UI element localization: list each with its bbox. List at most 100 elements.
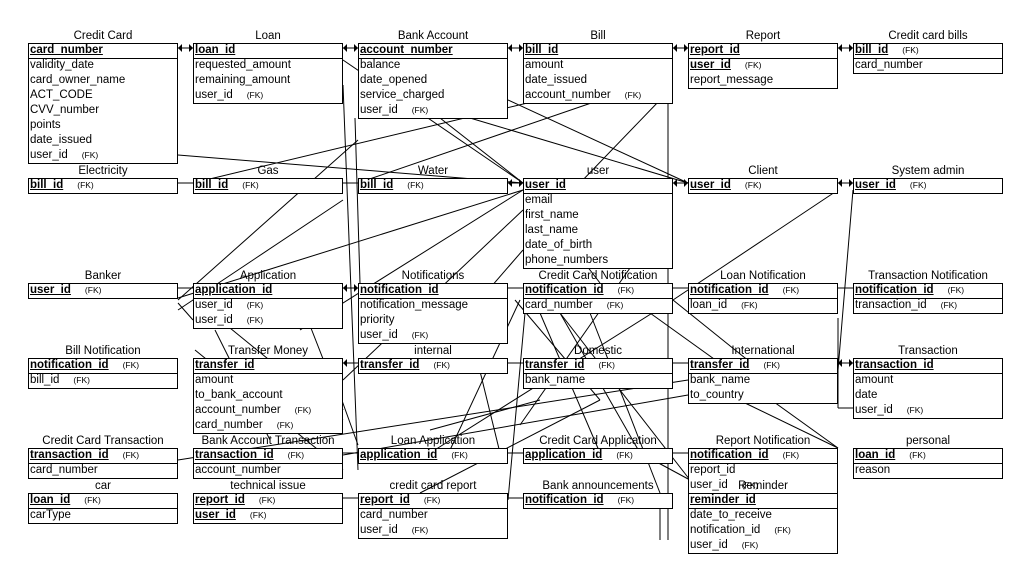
entity-title: user <box>586 165 610 177</box>
field-name: user_id <box>690 59 731 71</box>
entity-title: Loan Application <box>390 435 476 447</box>
field-row: transaction_id <box>855 358 1001 373</box>
relationship-line <box>589 312 661 494</box>
field-row: report_id <box>690 43 836 58</box>
relationship-line <box>177 379 689 461</box>
fk-marker: (FK) <box>782 450 800 460</box>
field-row: card_number <box>360 508 506 523</box>
field-row: transfer_id(FK) <box>690 358 836 373</box>
entity-title: Transaction Notification <box>868 270 988 282</box>
field-name: user_id <box>195 314 233 326</box>
field-row: amount <box>525 58 671 73</box>
field-name: amount <box>195 374 234 386</box>
fk-marker: (FK) <box>909 180 927 190</box>
field-name: notification_id <box>690 449 769 461</box>
field-name: user_id <box>195 89 233 101</box>
field-name: report_id <box>690 464 736 476</box>
entity-title: Loan Notification <box>720 270 806 282</box>
field-row: amount <box>195 373 341 388</box>
fk-marker: (FK) <box>909 450 926 460</box>
field-row: service_charged <box>360 88 506 103</box>
field-row: card_number <box>30 463 176 478</box>
entity-title: Credit Card <box>73 30 133 42</box>
field-name: transaction_id <box>195 449 274 461</box>
field-name: user_id <box>690 479 728 491</box>
relationship-line <box>429 399 541 431</box>
field-row: application_id(FK) <box>525 448 671 463</box>
entity-title: Credit card bills <box>888 30 968 42</box>
fk-marker: (FK) <box>744 60 762 70</box>
entity-box <box>193 43 343 104</box>
relationship-line <box>177 189 524 299</box>
field-row: notification_id(FK) <box>690 523 836 538</box>
field-row: bill_id <box>525 43 671 58</box>
field-name: loan_id <box>195 44 236 56</box>
key-separator <box>193 508 343 509</box>
field-row: user_id(FK) <box>855 403 1001 418</box>
entity-title: Credit Card Application <box>539 435 657 447</box>
field-name: user_id <box>855 404 893 416</box>
field-name: user_id <box>30 284 71 296</box>
field-name: transfer_id <box>525 359 585 371</box>
key-separator <box>523 373 673 374</box>
relationship-end-marker <box>343 44 347 52</box>
fk-marker: (FK) <box>617 495 635 505</box>
field-row: card_owner_name <box>30 73 176 88</box>
fk-marker: (FK) <box>741 300 758 310</box>
relationship-line <box>744 402 839 449</box>
field-name: to_country <box>690 389 744 401</box>
fk-marker: (FK) <box>122 360 140 370</box>
field-row: priority <box>360 313 506 328</box>
field-name: ACT_CODE <box>30 89 93 101</box>
entity-title: Bank Account Transaction <box>201 435 335 447</box>
field-name: priority <box>360 314 395 326</box>
field-name: user_id <box>360 329 398 341</box>
field-name: notification_message <box>360 299 469 311</box>
field-row: bill_id(FK) <box>30 373 176 388</box>
relationship-end-marker <box>849 359 853 367</box>
field-row: loan_id(FK) <box>855 448 1001 463</box>
entity-title: System admin <box>891 165 965 177</box>
field-row: date_to_receive <box>690 508 836 523</box>
field-name: first_name <box>525 209 579 221</box>
fk-marker: (FK) <box>81 150 99 160</box>
field-name: service_charged <box>360 89 445 101</box>
field-name: card_number <box>30 44 103 56</box>
key-separator <box>193 463 343 464</box>
